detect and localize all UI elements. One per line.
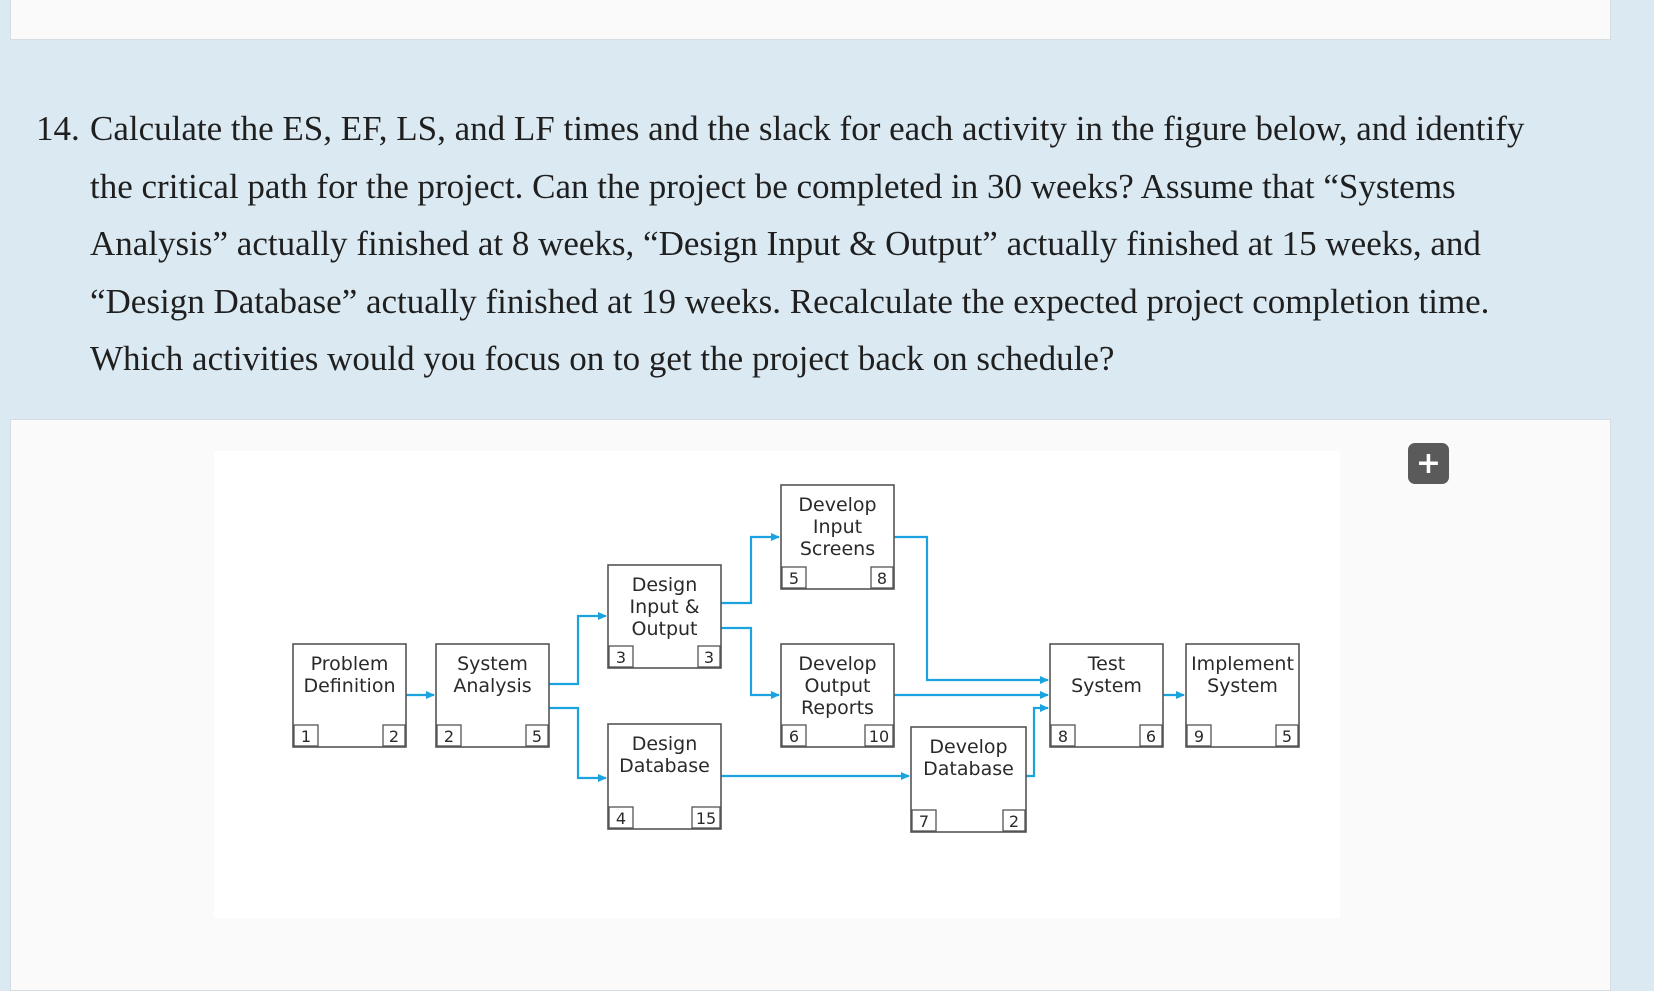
activity-number-cell: [911, 809, 937, 832]
activity-duration: 3: [704, 648, 714, 667]
activity-number: 2: [444, 727, 454, 746]
activity-name-line: Design: [632, 574, 698, 596]
arrow-develop-database-to-test-system: [1026, 704, 1049, 778]
activity-duration-cell: [697, 645, 721, 668]
activity-duration: 6: [1146, 727, 1156, 746]
question-line: Calculate the ES, EF, LS, and LF times a…: [90, 109, 1525, 148]
expand-button[interactable]: +: [1408, 443, 1449, 484]
activity-name-line: Analysis: [453, 675, 531, 697]
activity-name-line: Develop: [798, 494, 876, 516]
activity-number: 9: [1194, 727, 1204, 746]
activity-number: 8: [1058, 727, 1068, 746]
activity-name-line: Output: [632, 618, 698, 640]
question-text: 14. Calculate the ES, EF, LS, and LF tim…: [36, 100, 1626, 388]
arrow-design-input-output-to-develop-input-screens: [721, 533, 780, 605]
arrow-develop-input-screens-to-test-system: [894, 535, 1049, 684]
activity-name-line: Develop: [798, 653, 876, 675]
activity-duration: 2: [1009, 812, 1019, 831]
activity-duration: 15: [696, 809, 716, 828]
activity-name-line: System: [457, 653, 528, 675]
activity-number-cell: [1050, 724, 1076, 747]
activity-name-line: System: [1071, 675, 1142, 697]
activity-duration-cell: [1002, 809, 1026, 832]
activity-name-line: Input &: [629, 596, 699, 618]
activity-duration-cell: [382, 724, 406, 747]
activity-number-cell: [781, 566, 807, 589]
question-line: “Design Database” actually finished at 1…: [90, 281, 1490, 321]
activity-duration-cell: [870, 566, 894, 589]
activity-duration: 10: [869, 727, 889, 746]
question-number: 14.: [36, 109, 80, 148]
activity-duration-cell: [1275, 724, 1299, 747]
arrow-system-analysis-to-design-database: [549, 706, 607, 782]
activity-number: 3: [616, 648, 626, 667]
activity-name-line: Output: [805, 675, 871, 697]
activity-number: 1: [301, 727, 311, 746]
activity-duration-cell: [691, 806, 721, 829]
activity-duration-cell: [864, 724, 894, 747]
question-line: Analysis” actually finished at 8 weeks, …: [90, 224, 1481, 263]
activity-number: 5: [789, 569, 799, 588]
activity-name-line: Screens: [800, 538, 875, 560]
arrow-design-input-output-to-develop-output-reports: [721, 626, 780, 699]
activity-name-line: Database: [619, 755, 710, 777]
activity-number-cell: [293, 724, 319, 747]
activity-duration-cell: [1139, 724, 1163, 747]
activity-name-line: Database: [923, 758, 1014, 780]
activity-name-line: Design: [632, 733, 698, 755]
activity-name-line: Develop: [929, 736, 1007, 758]
activity-name-line: Test: [1087, 653, 1125, 675]
activity-name-line: System: [1207, 675, 1278, 697]
question-line: Which activities would you focus on to g…: [90, 339, 1115, 378]
activity-number-cell: [608, 645, 634, 668]
activity-duration: 8: [877, 569, 887, 588]
activity-duration-cell: [525, 724, 549, 747]
arrow-system-analysis-to-design-input-output: [549, 612, 607, 686]
activity-name-line: Implement: [1191, 653, 1294, 675]
plus-icon: +: [1415, 446, 1442, 481]
activity-name-line: Definition: [303, 675, 395, 697]
activity-number: 6: [789, 727, 799, 746]
activity-name-line: Reports: [801, 697, 874, 719]
activity-name-line: Input: [813, 516, 862, 538]
activity-number-cell: [436, 724, 462, 747]
activity-number-cell: [1186, 724, 1212, 747]
activity-name-line: Problem: [311, 653, 389, 675]
activity-duration: 5: [1282, 727, 1292, 746]
activity-number: 4: [616, 809, 626, 828]
activity-number: 7: [919, 812, 929, 831]
activity-duration: 2: [389, 727, 399, 746]
top-panel: [10, 0, 1611, 40]
activity-duration: 5: [532, 727, 542, 746]
question-line: the critical path for the project. Can t…: [90, 166, 1456, 206]
activity-number-cell: [781, 724, 807, 747]
activity-number-cell: [608, 806, 634, 829]
